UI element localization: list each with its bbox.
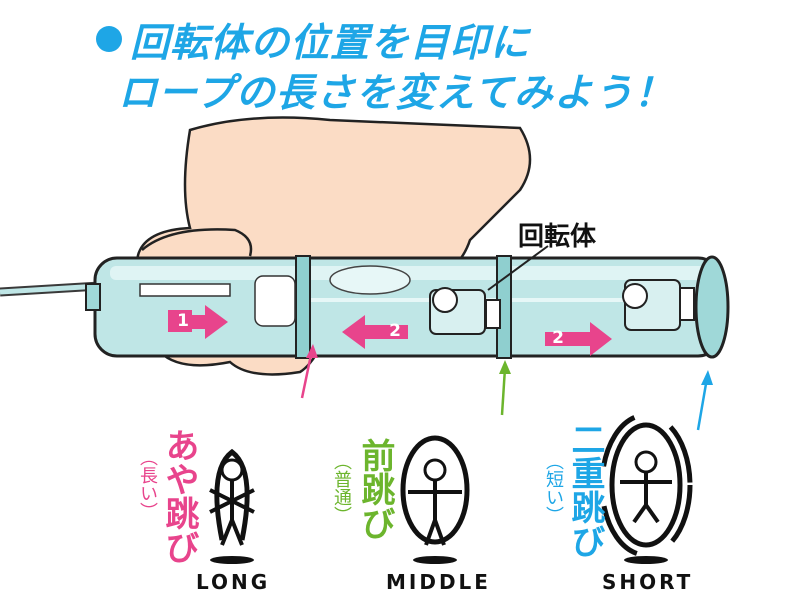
arrow-middle — [499, 360, 511, 416]
mode-name-short: SHORT — [602, 570, 694, 594]
step-arrow-2-left — [342, 315, 408, 349]
title-line-2: ロープの長さを変えてみよう！ — [118, 71, 674, 116]
rotor-short — [622, 279, 695, 331]
jumper-icon-short — [599, 412, 693, 564]
mode-name-long: LONG — [196, 570, 271, 594]
step-arrow-2-right — [545, 322, 612, 356]
step-number-1: 1 — [177, 311, 189, 331]
arrow-long — [300, 344, 318, 399]
jumper-icon-long — [209, 448, 255, 564]
tube-end-cap — [694, 255, 730, 359]
rotor-label: 回転体 — [518, 222, 597, 252]
bullet-circle-icon — [96, 26, 122, 52]
length-label-middle: （普通） — [331, 452, 352, 524]
handle-tube — [85, 245, 730, 359]
title-line-1: 回転体の位置を目印に — [130, 21, 531, 66]
step-arrow-1 — [168, 305, 228, 339]
jump-label-middle: 前跳び — [355, 438, 395, 540]
length-label-short: （短い） — [543, 452, 564, 524]
jump-label-short: 二重跳び — [565, 422, 605, 558]
length-label-long: （長い） — [137, 448, 158, 520]
rotor-middle — [429, 287, 501, 335]
step-number-2-right: 2 — [552, 328, 564, 348]
mode-name-middle: MIDDLE — [386, 570, 491, 594]
step-number-2-left: 2 — [389, 321, 401, 341]
jumper-icon-middle — [400, 435, 470, 564]
jump-label-long: あや跳び — [159, 428, 199, 564]
arrow-short — [696, 370, 713, 431]
